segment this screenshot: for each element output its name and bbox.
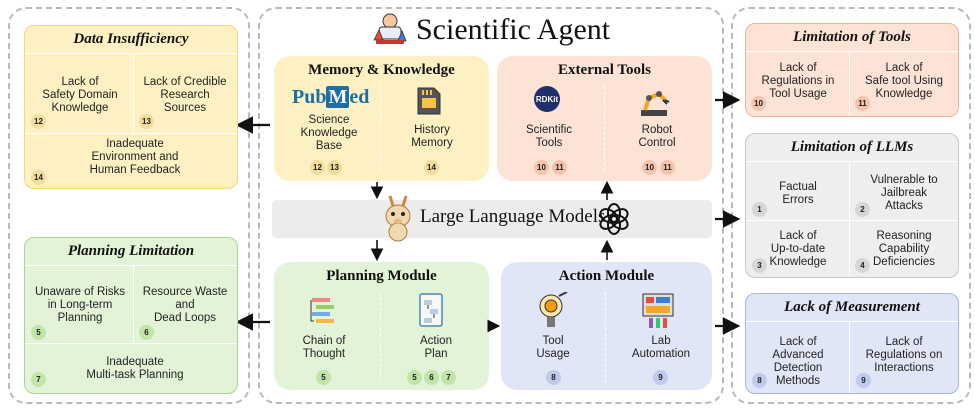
- badge: 13: [327, 160, 342, 175]
- badge: 5: [316, 370, 331, 385]
- badge: 13: [139, 114, 154, 129]
- scientific-tools-label: Scientific Tools: [525, 124, 573, 149]
- action-module-title: Action Module: [558, 268, 655, 284]
- badge: 4: [855, 258, 870, 273]
- data-insufficiency-card: Data Insufficiency Lack of Safety Domain…: [24, 25, 238, 189]
- external-tools-title: External Tools: [558, 62, 651, 78]
- title-icon: [370, 12, 410, 46]
- rdkit-logo: RDKit: [534, 86, 560, 112]
- robot-arm-icon: [637, 84, 671, 123]
- action-plan-label: Action Plan: [420, 335, 452, 360]
- badge: 11: [552, 160, 567, 175]
- badge: 6: [424, 370, 439, 385]
- lab-automation-icon: [641, 292, 675, 335]
- tool-usage-label: Tool Usage: [536, 335, 570, 360]
- badge: 5: [31, 325, 46, 340]
- openai-icon: [597, 202, 631, 241]
- badge: 12: [310, 160, 325, 175]
- tool-usage-icon: [537, 291, 569, 335]
- history-memory-label: History Memory: [411, 124, 453, 149]
- cell-regulations-interactions: Lack of Regulations on Interactions: [865, 336, 943, 374]
- cell-advanced-detection-methods: Lack of Advanced Detection Methods: [772, 336, 824, 387]
- cell-factual-errors: Factual Errors: [779, 181, 817, 206]
- badge: 1: [752, 202, 767, 217]
- badge: 6: [139, 325, 154, 340]
- badge: 12: [31, 114, 46, 129]
- badge: 9: [856, 373, 871, 388]
- badge: 9: [653, 370, 668, 385]
- badge: 5: [407, 370, 422, 385]
- cell-safe-tool-knowledge: Lack of Safe tool Using Knowledge: [865, 62, 943, 100]
- limitation-of-tools-card: Limitation of Tools Lack of Regulations …: [745, 23, 959, 117]
- cell-reasoning-deficiencies: Reasoning Capability Deficiencies: [873, 230, 935, 268]
- badge: 11: [855, 96, 870, 111]
- robot-control-label: Robot Control: [638, 124, 676, 149]
- badge: 8: [546, 370, 561, 385]
- badge: 10: [642, 160, 657, 175]
- external-tools-module: External Tools RDKit Scientific Tools 10…: [497, 56, 712, 181]
- badge: 10: [534, 160, 549, 175]
- cell-regulations-tool-usage: Lack of Regulations in Tool Usage: [761, 62, 835, 100]
- right-group: [731, 7, 971, 404]
- center-group: [258, 7, 724, 404]
- badge: 14: [424, 160, 439, 175]
- cell-unaware-of-risks: Unaware of Risks in Long-term Planning: [34, 286, 126, 324]
- page-title: Scientific Agent: [416, 13, 611, 46]
- lack-of-measurement-card: Lack of Measurement Lack of Advanced Det…: [745, 293, 959, 394]
- planning-limitation-title: Planning Limitation: [67, 243, 195, 259]
- cell-multi-task-planning: Inadequate Multi-task Planning: [86, 356, 184, 381]
- badge: 14: [31, 170, 46, 185]
- llama-icon: [382, 192, 416, 247]
- sd-card-icon: [414, 86, 442, 121]
- cell-safety-domain-knowledge: Lack of Safety Domain Knowledge: [42, 76, 118, 114]
- badge: 2: [855, 202, 870, 217]
- cell-up-to-date-knowledge: Lack of Up-to-date Knowledge: [769, 230, 827, 268]
- science-knowledge-base-label: Science Knowledge Base: [300, 114, 358, 152]
- cell-jailbreak-attacks: Vulnerable to Jailbreak Attacks: [870, 174, 938, 212]
- badge: 10: [751, 96, 766, 111]
- cell-credible-research-sources: Lack of Credible Research Sources: [143, 76, 227, 114]
- data-insufficiency-title: Data Insufficiency: [73, 31, 189, 47]
- action-module: Action Module Tool Usage 8 Lab Automatio…: [501, 262, 712, 390]
- llm-bar: [272, 200, 712, 238]
- planning-limitation-card: Planning Limitation Unaware of Risks in …: [24, 237, 238, 394]
- planning-module-title: Planning Module: [326, 268, 437, 284]
- badge: 3: [752, 258, 767, 273]
- action-plan-icon: [414, 292, 448, 335]
- chain-of-thought-icon: [308, 296, 338, 333]
- limitation-of-tools-title: Limitation of Tools: [793, 29, 911, 45]
- limitation-of-llms-title: Limitation of LLMs: [790, 139, 914, 155]
- badge: 7: [441, 370, 456, 385]
- cell-environment-human-feedback: Inadequate Environment and Human Feedbac…: [89, 138, 181, 176]
- badge: 8: [752, 373, 767, 388]
- badge: 11: [660, 160, 675, 175]
- left-group: [8, 7, 250, 404]
- llm-label: Large Language Models: [420, 206, 606, 227]
- planning-module: Planning Module Chain of Thought 5 Actio…: [274, 262, 489, 390]
- lab-automation-label: Lab Automation: [631, 335, 691, 360]
- memory-knowledge-title: Memory & Knowledge: [308, 62, 455, 78]
- lack-of-measurement-title: Lack of Measurement: [784, 299, 920, 315]
- badge: 7: [31, 372, 46, 387]
- cell-resource-waste: Resource Waste and Dead Loops: [142, 286, 228, 324]
- chain-of-thought-label: Chain of Thought: [302, 335, 346, 360]
- limitation-of-llms-card: Limitation of LLMs Factual Errors 1 Vuln…: [745, 133, 959, 278]
